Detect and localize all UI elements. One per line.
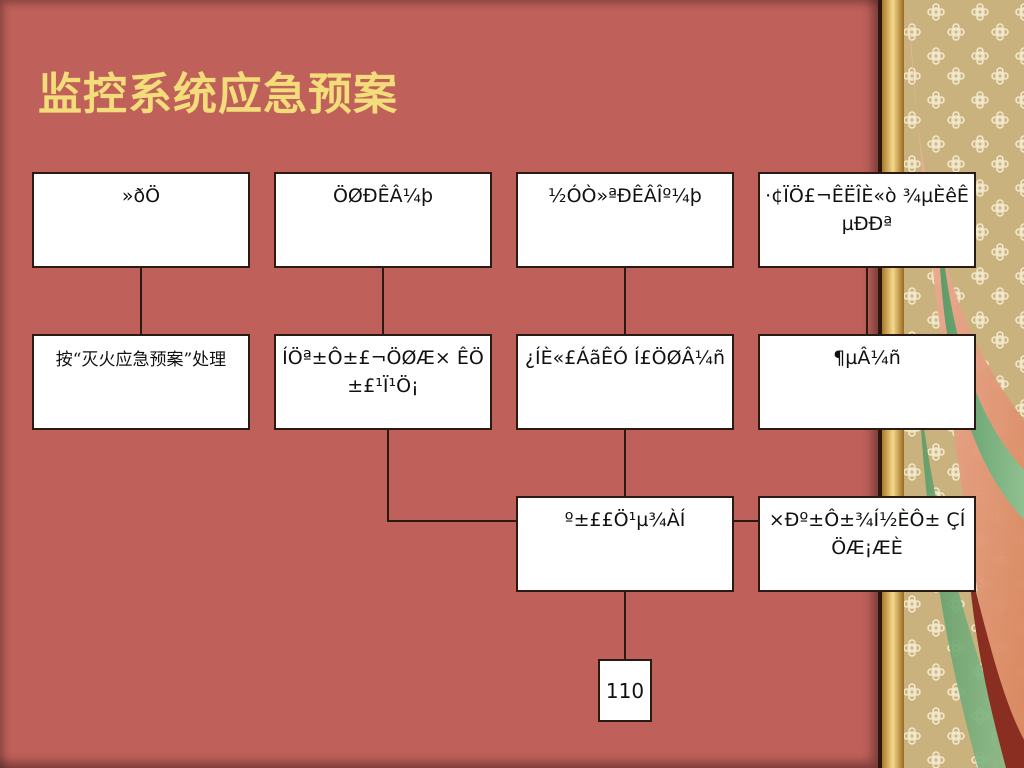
- connector-line: [140, 267, 142, 335]
- connector-line: [382, 267, 384, 335]
- connector-line: [387, 520, 518, 522]
- flow-node-r3c4: ×Ðº±Ô±¾Í½ÈÔ± ÇÍÖÆ¡ÆÈ: [758, 496, 976, 592]
- flow-node-r1c1: »ðÖ: [32, 172, 250, 268]
- connector-line: [624, 267, 626, 335]
- flow-node-r3c3: º±££Ö¹µ¾ÀÍ: [516, 496, 734, 592]
- connector-line: [624, 430, 626, 498]
- flow-node-r2c2: ÍÖª±Ô±£¬ÖØÆ× ÊÖ±£¹Ï¹Ö¡: [274, 334, 492, 430]
- flow-node-r1c2: ÖØÐÊÂ¼þ: [274, 172, 492, 268]
- connector-line: [387, 430, 389, 522]
- flow-node-r2c4: ¶µÂ¼ñ: [758, 334, 976, 430]
- page-number-box: 110: [598, 659, 652, 722]
- flow-node-r1c4: ·¢ÏÖ£¬ÊËÎÈ«ò ¾µÈêÊµÐÐª: [758, 172, 976, 268]
- connector-line: [866, 267, 868, 335]
- connector-line: [624, 592, 626, 660]
- connector-line: [732, 520, 760, 522]
- flow-node-r2c3: ¿ÍÈ«£ÁãÊÓ Í£ÖØÂ¼ñ: [516, 334, 734, 430]
- slide-title: 监控系统应急预案: [38, 69, 398, 120]
- flow-node-r2c1: 按“灭火应急预案”处理: [32, 334, 250, 430]
- flow-node-r1c3: ½ÓÒ»ªÐÊÂÎº¼þ: [516, 172, 734, 268]
